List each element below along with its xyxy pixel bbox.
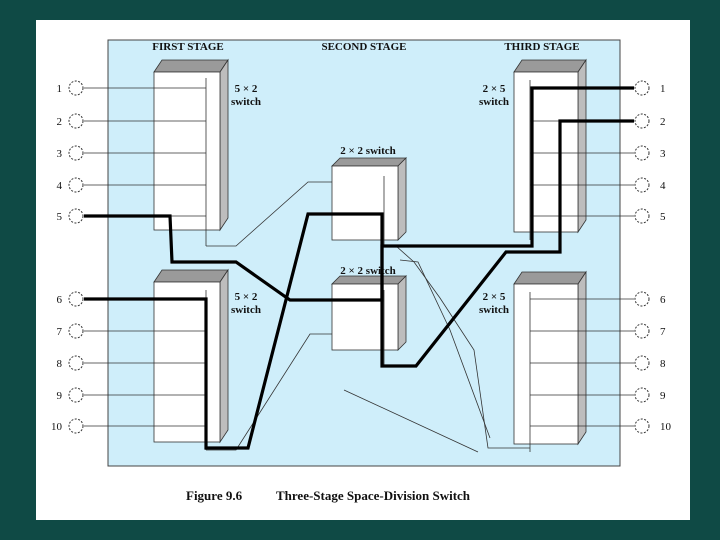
first-bottom-switch-size: 5 × 2 bbox=[235, 291, 258, 303]
output-label-7: 7 bbox=[660, 326, 666, 338]
third-top-switch-size: 2 × 5 bbox=[483, 83, 506, 95]
path-input5-to-output1 bbox=[84, 86, 634, 302]
third-stage-top-switch bbox=[513, 58, 587, 240]
input-label-6: 6 bbox=[57, 294, 63, 306]
input-port-5 bbox=[68, 208, 84, 224]
output-port-2 bbox=[634, 113, 650, 129]
input-port-10 bbox=[68, 418, 84, 434]
third-bottom-switch-size: 2 × 5 bbox=[483, 291, 506, 303]
second-stage-top-switch bbox=[331, 157, 407, 246]
first-top-switch-word: switch bbox=[231, 96, 261, 108]
third-stage-bottom-switch bbox=[513, 270, 587, 452]
output-ports: 1 2 3 4 5 6 7 8 9 10 bbox=[530, 80, 672, 434]
output-port-7 bbox=[634, 323, 650, 339]
output-label-9: 9 bbox=[660, 390, 666, 402]
second-stage-bottom-switch bbox=[331, 275, 407, 366]
output-port-8 bbox=[634, 355, 650, 371]
first-stage-top-switch bbox=[153, 58, 229, 246]
output-label-8: 8 bbox=[660, 358, 666, 370]
third-bottom-switch-word: switch bbox=[479, 304, 509, 316]
second-top-switch-label: 2 × 2 switch bbox=[340, 145, 395, 157]
active-paths bbox=[84, 86, 634, 450]
input-label-7: 7 bbox=[57, 326, 63, 338]
input-port-9 bbox=[68, 387, 84, 403]
input-label-5: 5 bbox=[57, 211, 63, 223]
path-input6-to-output2 bbox=[84, 119, 634, 450]
input-port-4 bbox=[68, 177, 84, 193]
output-label-2: 2 bbox=[660, 116, 666, 128]
output-label-4: 4 bbox=[660, 180, 666, 192]
first-bottom-switch-word: switch bbox=[231, 304, 261, 316]
input-label-4: 4 bbox=[57, 180, 63, 192]
input-label-8: 8 bbox=[57, 358, 63, 370]
output-port-1 bbox=[634, 80, 650, 96]
input-label-1: 1 bbox=[57, 83, 63, 95]
output-port-9 bbox=[634, 387, 650, 403]
figure-number: Figure 9.6 bbox=[186, 488, 243, 503]
output-port-10 bbox=[634, 418, 650, 434]
input-label-10: 10 bbox=[51, 421, 63, 433]
output-port-4 bbox=[634, 177, 650, 193]
input-port-1 bbox=[68, 80, 84, 96]
input-port-3 bbox=[68, 145, 84, 161]
input-port-8 bbox=[68, 355, 84, 371]
third-top-switch-word: switch bbox=[479, 96, 509, 108]
second-stage-label: SECOND STAGE bbox=[321, 41, 406, 53]
input-label-2: 2 bbox=[57, 116, 63, 128]
input-port-2 bbox=[68, 113, 84, 129]
input-label-9: 9 bbox=[57, 390, 63, 402]
output-label-10: 10 bbox=[660, 421, 672, 433]
output-label-6: 6 bbox=[660, 294, 666, 306]
third-stage-label: THIRD STAGE bbox=[504, 41, 579, 53]
input-port-6 bbox=[68, 291, 84, 307]
input-ports: 1 2 3 4 5 6 7 8 9 10 bbox=[51, 80, 206, 434]
input-port-7 bbox=[68, 323, 84, 339]
output-port-5 bbox=[634, 208, 650, 224]
second-bottom-switch-label: 2 × 2 switch bbox=[340, 265, 395, 277]
output-label-5: 5 bbox=[660, 211, 666, 223]
output-label-3: 3 bbox=[660, 148, 666, 160]
first-stage-bottom-switch bbox=[153, 268, 229, 450]
output-port-3 bbox=[634, 145, 650, 161]
first-stage-label: FIRST STAGE bbox=[152, 41, 223, 53]
input-label-3: 3 bbox=[57, 148, 63, 160]
first-top-switch-size: 5 × 2 bbox=[235, 83, 258, 95]
output-label-1: 1 bbox=[660, 83, 666, 95]
output-port-6 bbox=[634, 291, 650, 307]
figure-title: Three-Stage Space-Division Switch bbox=[276, 488, 471, 503]
